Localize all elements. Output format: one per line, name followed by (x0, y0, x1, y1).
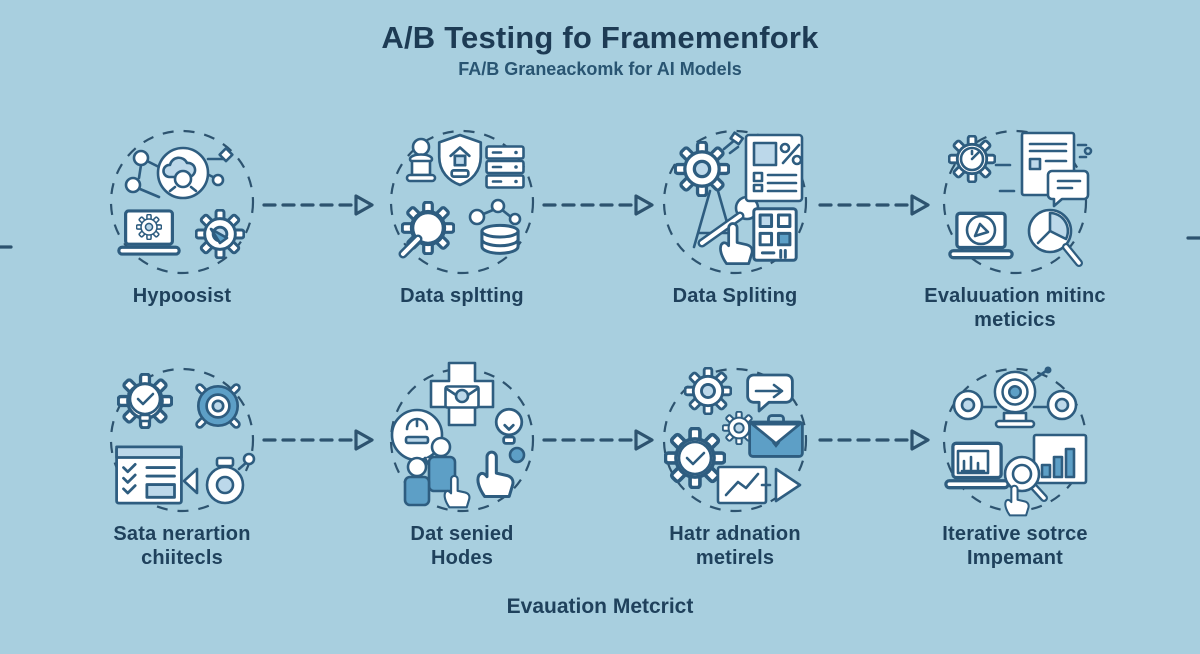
flow-arrow-3 (818, 194, 930, 216)
edge-dash-right (1186, 236, 1200, 240)
adaptation-icon (662, 367, 808, 513)
step-label: Evaluuation mitinc meticics (924, 285, 1106, 331)
flow-arrow-2 (542, 194, 654, 216)
data-splitting-icon (389, 129, 535, 275)
step-label: Hypoosist (132, 285, 232, 307)
step-data-splitting: Data spltting (332, 117, 592, 309)
step-adaptation: Hatr adnation metirels (605, 355, 865, 570)
step-model-testing: Dat senied Hodes (332, 355, 592, 570)
criteria-checklist-icon (109, 367, 256, 513)
edge-dash-left (0, 245, 13, 249)
model-testing-icon (389, 361, 535, 513)
step-label: Data Spliting (672, 285, 798, 307)
flow-arrow-4 (262, 429, 374, 451)
step-label: Data spltting (400, 285, 524, 307)
step-criteria: Sata nerartion chiitecls (52, 355, 312, 570)
hypothesis-icon (109, 129, 255, 275)
step-label: Iterative sotrce Impemant (942, 523, 1088, 569)
step-label: Sata nerartion chiitecls (113, 523, 251, 569)
page-subtitle: FA/B Graneackomk for AI Models (458, 59, 742, 79)
flow-arrow-6 (818, 429, 930, 451)
step-data-selection: Data Spliting (605, 117, 865, 309)
iterative-improvement-icon (942, 366, 1088, 517)
flow-arrow-5 (542, 429, 654, 451)
step-evaluation-metrics: Evaluuation mitinc meticics (885, 117, 1145, 332)
data-selection-icon (662, 129, 808, 275)
step-label: Dat senied Hodes (410, 523, 514, 569)
step-label: Hatr adnation metirels (669, 523, 801, 569)
evaluation-metrics-icon (942, 129, 1093, 275)
flow-arrow-1 (262, 194, 374, 216)
step-hypothesis: Hypoosist (52, 117, 312, 309)
footer-caption: Evauation Metcrict (506, 595, 694, 618)
page-title: A/B Testing fo Framemenfork (381, 20, 819, 55)
step-iterative-improvement: Iterative sotrce Impemant (885, 355, 1145, 570)
